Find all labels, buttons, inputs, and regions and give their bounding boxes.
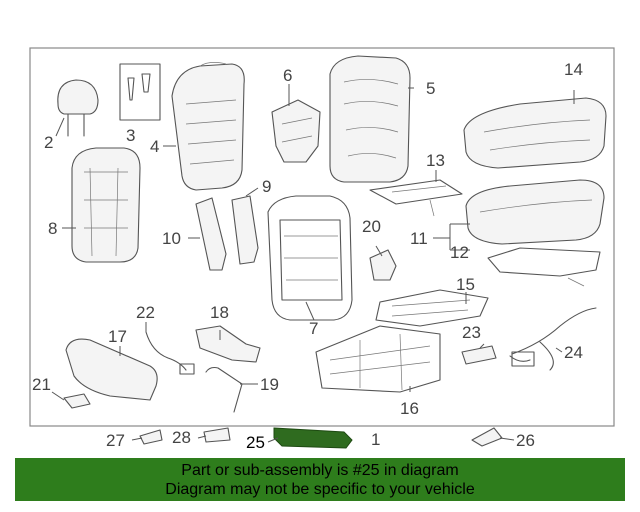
callout-2: 2 xyxy=(44,133,53,152)
part-26-clip xyxy=(471,427,503,447)
part-14-cushion-cover xyxy=(463,97,607,169)
part-24-harness xyxy=(509,307,597,371)
part-17-side-shield xyxy=(65,338,158,401)
callout-21: 21 xyxy=(32,375,51,394)
part-22-cable xyxy=(145,331,195,375)
callout-14: 14 xyxy=(564,60,583,79)
part-19-wire xyxy=(205,366,243,413)
callout-25: 25 xyxy=(246,433,265,452)
callout-8: 8 xyxy=(48,219,57,238)
callout-10: 10 xyxy=(162,229,181,248)
part-12-cushion-pan xyxy=(487,247,601,287)
callout-11: 11 xyxy=(410,229,428,248)
diagram-border xyxy=(29,47,615,427)
part-25-highlighted xyxy=(273,427,353,449)
part-11-seat-cushion xyxy=(465,179,605,245)
callout-28: 28 xyxy=(172,428,191,447)
part-27-clip xyxy=(139,429,163,445)
part-8-back-frame xyxy=(71,147,141,263)
part-20-bracket xyxy=(369,249,397,281)
callout-13: 13 xyxy=(426,151,445,170)
callout-23: 23 xyxy=(462,323,481,342)
part-18-bracket xyxy=(195,325,261,363)
banner-line-1: Part or sub-assembly is #25 in diagram xyxy=(181,462,459,479)
callout-7: 7 xyxy=(309,319,318,338)
banner-line-2: Diagram may not be specific to your vehi… xyxy=(165,481,475,498)
part-7-frame xyxy=(267,195,353,321)
part-16-seat-frame xyxy=(315,325,441,393)
part-info-banner: Part or sub-assembly is #25 in diagram D… xyxy=(15,458,625,501)
part-3-headrest-guides xyxy=(119,63,161,121)
part-9-side-trim xyxy=(231,195,259,265)
callout-3: 3 xyxy=(126,126,135,145)
part-23-switch xyxy=(461,345,497,365)
callout-24: 24 xyxy=(564,343,583,362)
callout-26: 26 xyxy=(516,431,535,450)
callout-20: 20 xyxy=(362,217,381,236)
callout-27: 27 xyxy=(106,431,125,450)
part-21-clip xyxy=(63,393,91,409)
part-28-clip xyxy=(203,427,231,443)
part-4-seatback-panel xyxy=(171,62,245,191)
callout-5: 5 xyxy=(426,79,435,98)
callout-18: 18 xyxy=(210,303,229,322)
callout-17: 17 xyxy=(108,327,127,346)
callout-22: 22 xyxy=(136,303,155,322)
callout-12: 12 xyxy=(450,243,469,262)
leader-lines xyxy=(51,84,575,443)
callout-19: 19 xyxy=(260,375,279,394)
part-5-seatback-cushion xyxy=(329,55,411,183)
callout-16: 16 xyxy=(400,399,419,418)
callout-6: 6 xyxy=(283,66,292,85)
callout-9: 9 xyxy=(262,177,271,196)
part-6-pad xyxy=(271,99,321,163)
callout-15: 15 xyxy=(456,275,475,294)
part-15-adjuster xyxy=(375,289,489,327)
part-2-headrest xyxy=(57,79,99,137)
part-13-heater-mat xyxy=(369,179,463,217)
callout-4: 4 xyxy=(150,137,159,156)
part-10-side-trim xyxy=(195,197,227,271)
callout-1: 1 xyxy=(371,430,380,449)
